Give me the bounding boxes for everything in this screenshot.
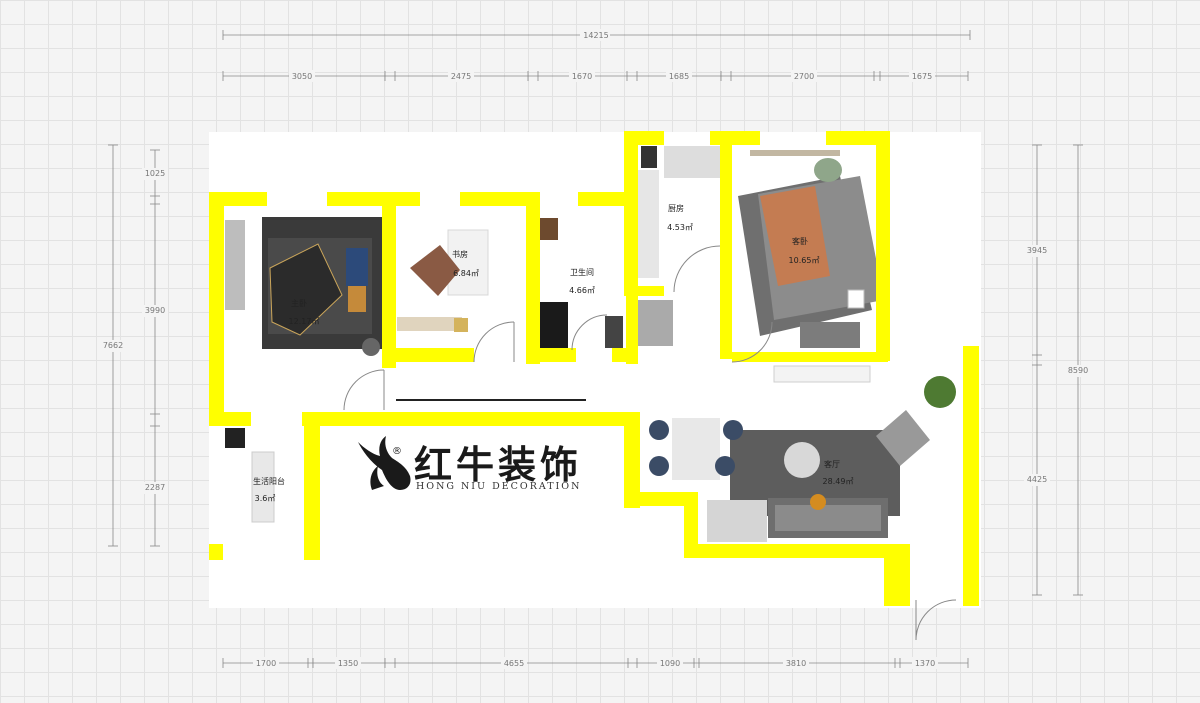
- living-room-cushion-accent: [810, 494, 826, 510]
- study-name: 书房: [452, 249, 468, 259]
- kitchen-counter-top: [664, 146, 722, 178]
- balcony-shelf: [251, 451, 275, 523]
- brand-logo: ® 红牛装饰 HONG NIU DECORATION: [358, 436, 582, 492]
- walls: [209, 131, 979, 606]
- guest-bedroom-chair: [814, 158, 842, 182]
- utility-balcony-area: 3.6㎡: [255, 494, 276, 503]
- guest-bedroom-area: 10.65㎡: [789, 256, 820, 265]
- dim-left-total: 7662: [103, 341, 123, 350]
- dim-bottom-2: 1350: [338, 659, 358, 668]
- dim-bottom-1: 1700: [256, 659, 276, 668]
- bathroom-shelf: [538, 218, 558, 240]
- dim-top-1: 3050: [292, 72, 312, 81]
- kitchen-appliance: [641, 146, 657, 168]
- bathroom-vanity: [538, 302, 568, 350]
- kitchen-fridge: [637, 300, 673, 346]
- balcony-washer: [225, 428, 245, 448]
- room-labels: 主卧 12.17㎡ 书房 6.84㎡ 卫生间 4.66㎡ 厨房 4.53㎡ 客卧…: [253, 203, 853, 503]
- master-bedroom-area: 12.17㎡: [289, 317, 320, 326]
- study-chair: [410, 245, 460, 296]
- dim-bottom-6: 1370: [915, 659, 935, 668]
- dining-sideboard: [707, 500, 767, 542]
- master-bedroom-wardrobe: [225, 220, 245, 310]
- kitchen-area: 4.53㎡: [667, 223, 693, 232]
- master-bedroom-pillow-blue: [346, 248, 368, 286]
- master-bedroom-pillow-orange: [348, 286, 366, 312]
- kitchen-counter-left: [637, 170, 659, 278]
- bathroom-name: 卫生间: [570, 267, 594, 277]
- living-room-name: 客厅: [824, 459, 840, 469]
- dim-top-6: 1675: [912, 72, 932, 81]
- dim-right-1: 3945: [1027, 246, 1047, 255]
- living-room-armchair: [876, 410, 930, 466]
- living-room-area: 28.49㎡: [823, 477, 854, 486]
- doors: [343, 245, 957, 641]
- corridor-cabinet: [773, 365, 871, 383]
- registered-mark: ®: [392, 446, 402, 457]
- living-room-sofa-cushion: [775, 505, 881, 531]
- bathroom-area: 4.66㎡: [569, 286, 595, 295]
- dim-left-1: 1025: [145, 169, 165, 178]
- dim-top-4: 1685: [669, 72, 689, 81]
- dim-right-2: 4425: [1027, 475, 1047, 484]
- dim-right-total: 8590: [1068, 366, 1088, 375]
- dining-chair-2: [649, 456, 669, 476]
- guest-bedroom-desk: [800, 322, 860, 348]
- dim-bottom-3: 4655: [504, 659, 524, 668]
- master-bedroom-name: 主卧: [291, 298, 307, 308]
- dim-top-5: 2700: [794, 72, 814, 81]
- dining-chair-1: [649, 420, 669, 440]
- study-stool: [454, 318, 468, 332]
- kitchen-name: 厨房: [668, 203, 684, 213]
- guest-bedroom-blanket: [760, 186, 830, 286]
- guest-bedroom-curtain: [750, 150, 840, 156]
- bathroom-toilet: [605, 316, 623, 348]
- dim-top-2: 2475: [451, 72, 471, 81]
- dim-bottom-5: 3810: [786, 659, 806, 668]
- dining-table: [672, 418, 720, 480]
- study-desk: [397, 317, 462, 331]
- logo-chinese: 红牛装饰: [414, 443, 582, 487]
- utility-balcony-name: 生活阳台: [253, 476, 285, 486]
- study-bookshelf: [447, 229, 489, 296]
- dim-top-total: 14215: [583, 31, 608, 40]
- dim-left-3: 2287: [145, 483, 165, 492]
- dim-left-2: 3990: [145, 306, 165, 315]
- logo-english: HONG NIU DECORATION: [416, 481, 581, 492]
- living-room-coffee-table: [784, 442, 820, 478]
- bull-icon: [358, 436, 411, 490]
- dining-chair-4: [715, 456, 735, 476]
- master-bedroom-blanket: [269, 243, 343, 336]
- dim-top-3: 1670: [572, 72, 592, 81]
- dimension-labels: 14215 3050 2475 1670 1685 2700 1675 1700…: [100, 29, 1091, 669]
- living-room-plant: [924, 376, 956, 408]
- study-area: 6.84㎡: [453, 269, 479, 278]
- master-bedroom-lamp: [362, 338, 380, 356]
- guest-bedroom-name: 客卧: [792, 236, 808, 246]
- dim-bottom-4: 1090: [660, 659, 680, 668]
- guest-bedroom-nightstand: [847, 289, 865, 309]
- dining-chair-3: [723, 420, 743, 440]
